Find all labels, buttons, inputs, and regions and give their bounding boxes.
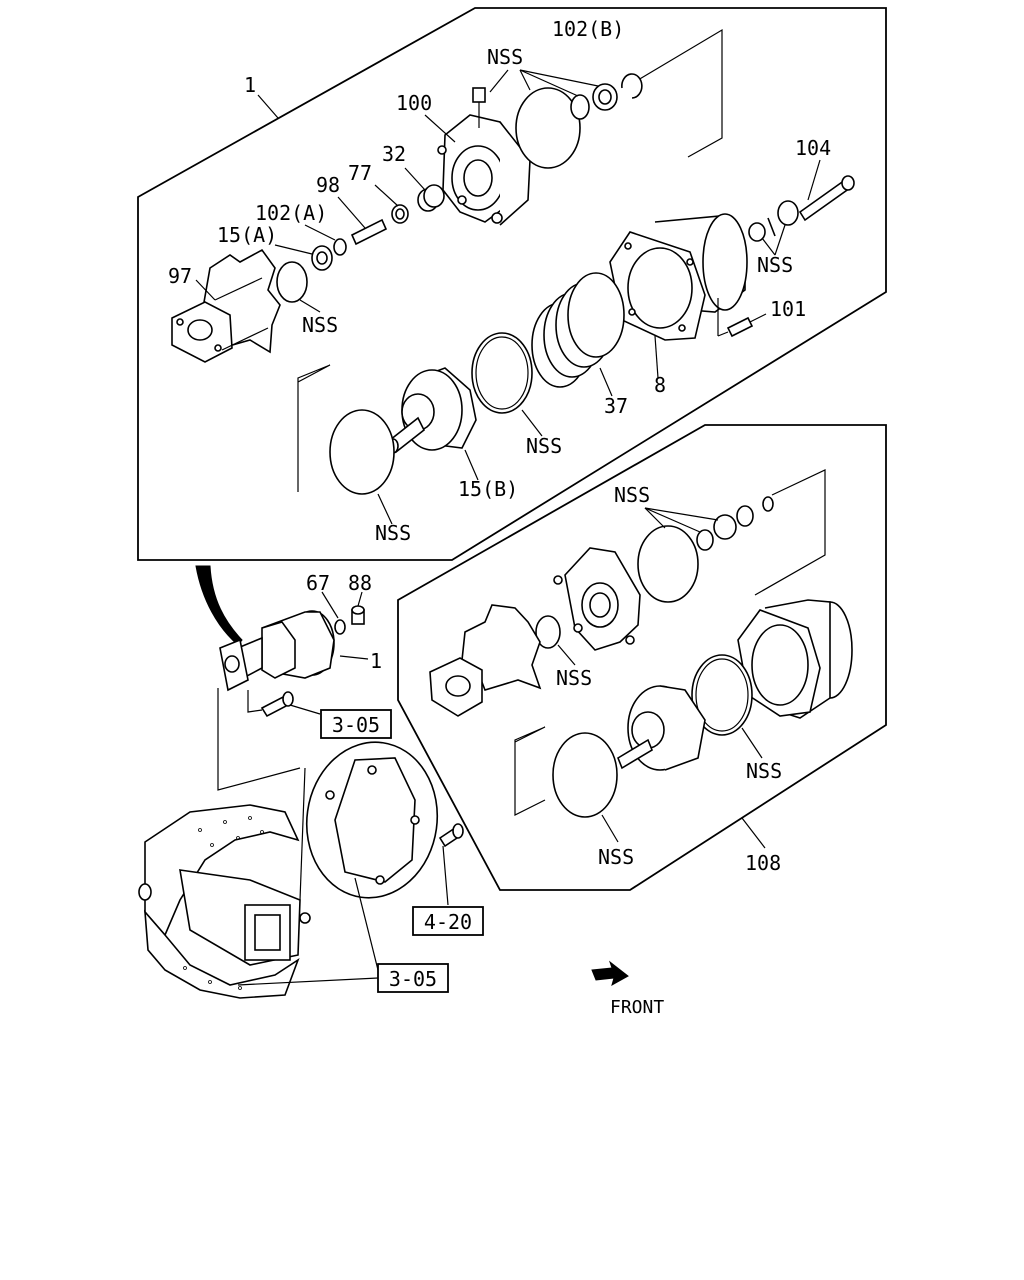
- piston-15b[interactable]: [387, 367, 477, 454]
- seal-15a[interactable]: [311, 245, 333, 271]
- callout-102a: 102(A): [255, 201, 327, 225]
- front-label: FRONT: [610, 997, 664, 1018]
- callout-108: 108: [745, 851, 781, 875]
- o-ring-108-bottom[interactable]: [552, 732, 618, 818]
- leader-lines-lower: [557, 507, 766, 849]
- o-ring-nss-bottom[interactable]: [329, 409, 395, 495]
- callout-nss-oring: NSS: [375, 521, 411, 545]
- callout-nss-ring: NSS: [526, 434, 562, 458]
- washer-67[interactable]: [334, 619, 346, 635]
- callout-1-lower: 1: [370, 649, 382, 673]
- washer-102a[interactable]: [333, 238, 347, 256]
- callout-32: 32: [382, 142, 406, 166]
- ring-108[interactable]: [691, 654, 753, 736]
- nut-104-set[interactable]: [748, 217, 776, 242]
- ring-nss[interactable]: [471, 332, 533, 414]
- cover-housing-108[interactable]: [553, 547, 641, 651]
- fitting-88[interactable]: [351, 605, 365, 625]
- backing-plate[interactable]: [297, 734, 447, 907]
- callout-nss-108-mid: NSS: [556, 666, 592, 690]
- callout-1-top: 1: [244, 73, 256, 97]
- callout-97: 97: [168, 264, 192, 288]
- callout-88: 88: [348, 571, 372, 595]
- ref-box-3-05-upper[interactable]: 3-05: [320, 709, 392, 739]
- flange-body-97[interactable]: [171, 248, 281, 363]
- o-ring-97[interactable]: [276, 261, 308, 303]
- flange-body-108[interactable]: [429, 604, 542, 717]
- callout-nss-97: NSS: [302, 313, 338, 337]
- callout-15a: 15(A): [217, 223, 277, 247]
- brake-shoe-assembly[interactable]: [138, 804, 311, 999]
- spring-37[interactable]: [531, 272, 625, 388]
- callout-labels: 1 102(B) NSS 100 32 77 98 102(A) 15(A) 9…: [168, 17, 831, 1018]
- o-ring-small-top[interactable]: [570, 94, 590, 120]
- leader-lines-upper: [195, 69, 821, 525]
- callout-100: 100: [396, 91, 432, 115]
- callout-98: 98: [316, 173, 340, 197]
- ref-box-3-05-lower[interactable]: 3-05: [377, 963, 449, 993]
- bolt-101[interactable]: [717, 298, 754, 338]
- o-ring-small-108[interactable]: [535, 615, 561, 649]
- ref-3-05-lower-label: 3-05: [389, 967, 437, 991]
- callout-nss-108-bottom: NSS: [598, 845, 634, 869]
- o-ring-large-top[interactable]: [515, 87, 581, 169]
- chamber-108[interactable]: [737, 599, 853, 719]
- callout-nss-104: NSS: [757, 253, 793, 277]
- callout-8: 8: [654, 373, 666, 397]
- callout-nss-108-ring: NSS: [746, 759, 782, 783]
- assembly-108-frame: [397, 424, 887, 891]
- pin-98[interactable]: [350, 218, 388, 246]
- callout-nss-108-top: NSS: [614, 483, 650, 507]
- piston-108[interactable]: [617, 685, 706, 771]
- ref-box-4-20[interactable]: 4-20: [412, 906, 484, 936]
- bolt-mount[interactable]: [260, 691, 294, 718]
- callout-37: 37: [604, 394, 628, 418]
- bushing-32[interactable]: [417, 184, 445, 212]
- snap-ring-102b[interactable]: [621, 73, 643, 99]
- o-ring-large-108[interactable]: [637, 525, 699, 603]
- callout-15b: 15(B): [458, 477, 518, 501]
- ref-3-05-upper-label: 3-05: [332, 713, 380, 737]
- bolt-4-20[interactable]: [438, 823, 464, 848]
- callout-67: 67: [306, 571, 330, 595]
- reference-arrow: [195, 565, 243, 646]
- chamber-8[interactable]: [609, 213, 748, 341]
- callout-104: 104: [795, 136, 831, 160]
- front-arrow-icon: [591, 960, 629, 987]
- assembled-chamber-1[interactable]: [219, 610, 335, 692]
- ref-4-20-label: 4-20: [424, 910, 472, 934]
- assembly-1-frame: [137, 7, 887, 561]
- callout-77: 77: [348, 161, 372, 185]
- bolt-104[interactable]: [777, 175, 855, 226]
- cover-housing-100[interactable]: [437, 87, 531, 226]
- nut-77[interactable]: [391, 204, 409, 224]
- callout-nss-top: NSS: [487, 45, 523, 69]
- callout-101: 101: [770, 297, 806, 321]
- callout-102b: 102(B): [552, 17, 624, 41]
